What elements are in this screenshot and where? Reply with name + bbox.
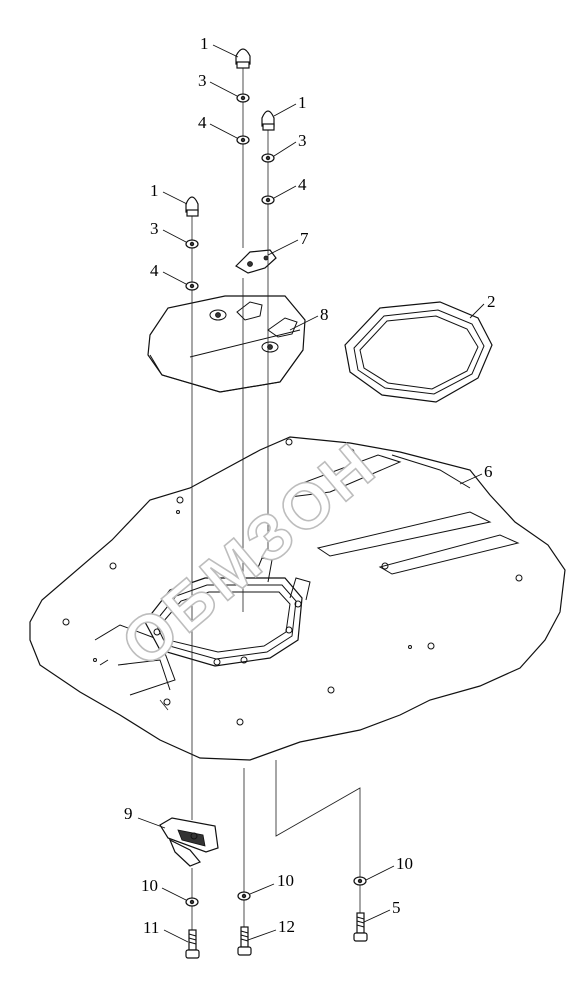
callout-bottom-washer: 10 bbox=[141, 876, 158, 895]
callout-latch: 9 bbox=[124, 804, 133, 823]
callout-bolt: 11 bbox=[143, 918, 159, 937]
panel-bolt-holes bbox=[62, 438, 523, 726]
callout-washer: 3 bbox=[150, 219, 159, 238]
panel-opening bbox=[144, 577, 303, 667]
callout-cap-nut: 1 bbox=[200, 34, 209, 53]
callout-washer: 3 bbox=[198, 71, 207, 90]
callout-lock-washer: 4 bbox=[198, 113, 207, 132]
seal-ring bbox=[344, 301, 493, 403]
callout-bolt: 5 bbox=[392, 898, 401, 917]
callout-cap-nut: 1 bbox=[150, 181, 159, 200]
latch bbox=[159, 817, 219, 867]
cap-nut-stack-left bbox=[185, 196, 199, 291]
callout-hatch-cover: 8 bbox=[320, 305, 329, 324]
callout-floor-panel: 6 bbox=[484, 462, 493, 481]
callout-lock-washer: 4 bbox=[150, 261, 159, 280]
leader-lines bbox=[137, 44, 485, 943]
callout-hinge-plate: 7 bbox=[300, 229, 309, 248]
callout-washer: 3 bbox=[298, 131, 307, 150]
assembly-axes bbox=[159, 62, 361, 936]
floor-panel bbox=[29, 436, 566, 761]
cap-nut-stack-right bbox=[261, 110, 275, 205]
callout-labels: 1 3 4 1 3 4 1 3 4 7 8 2 6 9 10 10 10 11 … bbox=[124, 34, 496, 937]
callout-seal-ring: 2 bbox=[487, 292, 496, 311]
callout-bottom-washer: 10 bbox=[396, 854, 413, 873]
callout-bottom-washer: 10 bbox=[277, 871, 294, 890]
cap-nut-stack-center bbox=[235, 48, 251, 145]
callout-cap-nut: 1 bbox=[298, 93, 307, 112]
callout-bolt: 12 bbox=[278, 917, 295, 936]
callout-lock-washer: 4 bbox=[298, 175, 307, 194]
hatch-cover bbox=[147, 295, 306, 393]
hinge-plate bbox=[235, 249, 277, 274]
bottom-fasteners bbox=[185, 876, 368, 959]
